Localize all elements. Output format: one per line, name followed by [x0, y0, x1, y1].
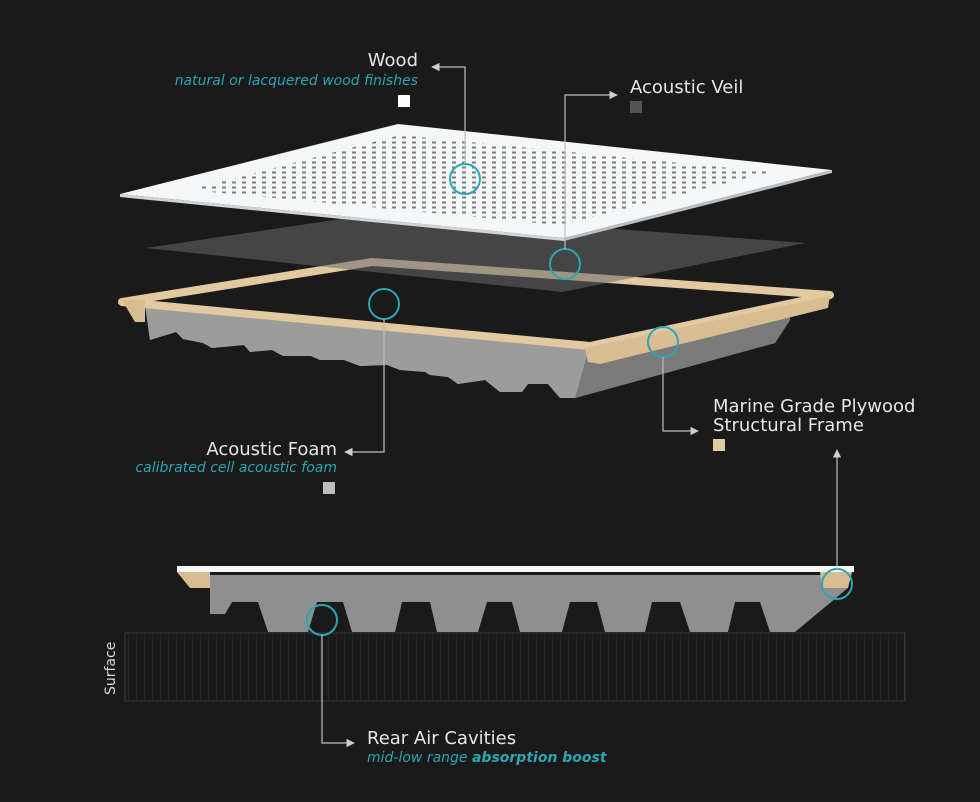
acoustic-veil-layer [146, 212, 805, 292]
cavities-subtitle-strong: absorption boost [471, 750, 607, 766]
foam-leader-line [344, 319, 385, 457]
frame-swatch [713, 439, 725, 451]
acoustic-foam-label: Acoustic Foam [206, 439, 337, 460]
wood-label: Wood [367, 50, 418, 71]
acoustic-foam-layer [145, 305, 790, 398]
acoustic-veil-label: Acoustic Veil [630, 77, 744, 98]
wood-swatch [398, 95, 410, 107]
surface-block [124, 632, 906, 702]
rear-air-cavities-label: Rear Air Cavities [367, 728, 517, 749]
wood-leader-line [431, 62, 466, 164]
frame-label-line2: Structural Frame [713, 415, 864, 436]
cavity-leader-line [321, 635, 355, 748]
rear-air-cavities-subtitle: mid-low range absorption boost [367, 750, 607, 766]
surface-label: Surface [103, 641, 119, 695]
veil-leader-line [564, 90, 618, 249]
assembled-section [124, 566, 906, 702]
cavities-subtitle-prefix: mid-low range [367, 750, 472, 766]
wood-panel-layer [120, 124, 832, 241]
plywood-frame-layer [118, 258, 834, 364]
acoustic-foam-subtitle: calibrated cell acoustic foam [135, 460, 337, 476]
acoustic-veil-swatch [630, 101, 642, 113]
acoustic-foam-swatch [323, 482, 335, 494]
foam-callout-circle [368, 288, 400, 320]
wood-subtitle: natural or lacquered wood finishes [174, 73, 418, 89]
frame-label-line1: Marine Grade Plywood [713, 396, 916, 417]
frame-leader-line [662, 357, 699, 436]
